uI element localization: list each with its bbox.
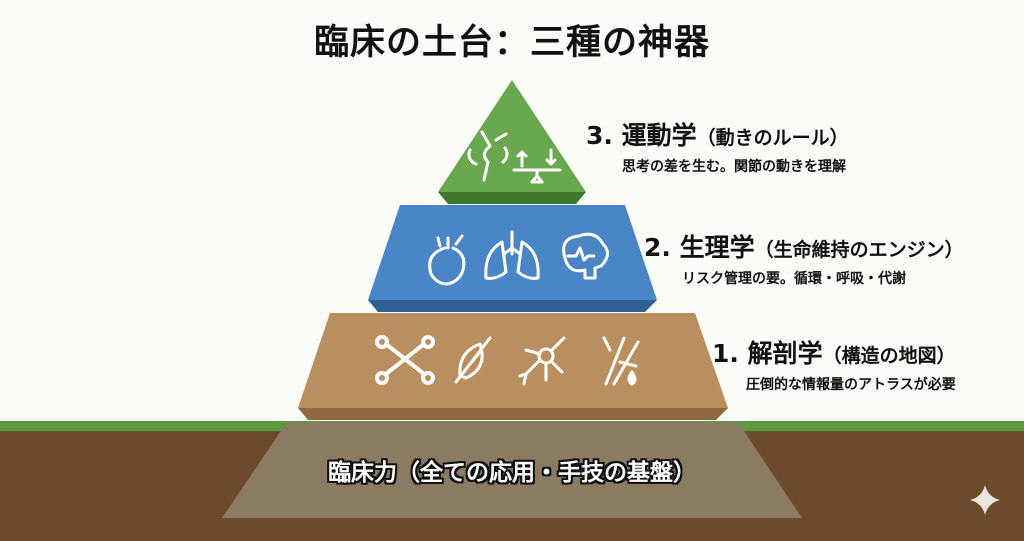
neuron-icon: [518, 336, 566, 386]
label-kinesiology: 3. 運動学（動きのルール） 思考の差を生む。関節の動きを理解: [586, 116, 849, 176]
kinesiology-heading: 3. 運動学: [586, 121, 697, 150]
anatomy-layer-edge: [298, 408, 728, 420]
physiology-subtitle: （生命維持のエンジン）: [754, 239, 964, 261]
anatomy-description: 圧倒的な情報量のアトラスが必要: [746, 377, 956, 393]
foundation-label: 臨床力（全ての応用・手技の基盤）: [328, 460, 696, 486]
vessel-icon: [602, 336, 640, 386]
bone-icon: [375, 335, 435, 385]
kinesiology-description: 思考の差を生む。関節の動きを理解: [622, 159, 846, 175]
anatomy-subtitle: （構造の地図）: [822, 345, 956, 367]
lever-balance-icon: [512, 148, 562, 184]
page-title: 臨床の土台：三種の神器: [313, 23, 710, 63]
label-physiology: 2. 生理学（生命維持のエンジン） リスク管理の要。循環・呼吸・代謝: [644, 228, 964, 288]
kinesiology-layer-edge: [438, 192, 586, 204]
kinesiology-layer: [438, 80, 586, 192]
sparkle-icon: [970, 485, 1000, 515]
brain-icon: [562, 232, 609, 280]
foundation-layer: [222, 422, 802, 518]
lungs-icon: [484, 230, 540, 280]
knee-joint-icon: [467, 130, 509, 182]
kinesiology-subtitle: （動きのルール）: [696, 127, 849, 149]
label-anatomy: 1. 解剖学（構造の地図） 圧倒的な情報量のアトラスが必要: [712, 334, 956, 394]
anatomy-layer: [298, 313, 728, 408]
physiology-description: リスク管理の要。循環・呼吸・代謝: [682, 271, 906, 287]
heart-icon: [428, 234, 466, 286]
muscle-icon: [454, 336, 492, 384]
physiology-heading: 2. 生理学: [644, 233, 755, 262]
physiology-layer-edge: [368, 300, 657, 312]
anatomy-heading: 1. 解剖学: [712, 339, 823, 368]
